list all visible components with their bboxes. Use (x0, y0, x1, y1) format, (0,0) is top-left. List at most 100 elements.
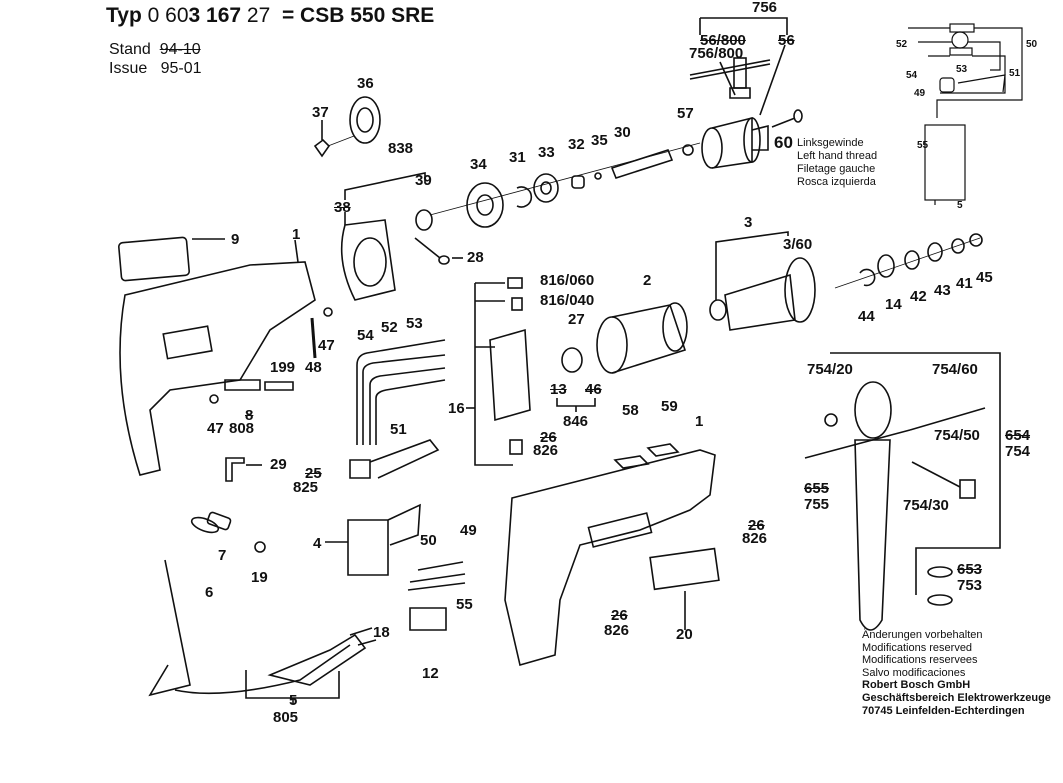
part-label: 57 (677, 105, 694, 122)
part-label-obsolete: 46 (585, 381, 602, 398)
switch-bracket-825 (349, 439, 440, 479)
screw-60-drawing (771, 109, 803, 128)
leader-56 (759, 44, 786, 116)
part-label: 32 (568, 136, 585, 153)
bracket-16 (474, 282, 513, 466)
part-label: 805 (273, 709, 299, 726)
part-label-obsolete: 25 (305, 465, 322, 482)
part-label: 19 (251, 569, 268, 586)
part-label: 199 (270, 359, 296, 376)
part-label: 754/50 (934, 427, 980, 444)
bracket-756 (699, 17, 788, 35)
cap-12 (409, 607, 447, 631)
part-label: 826 (604, 622, 630, 639)
armature-drawing (709, 257, 816, 331)
leader-756-800 (719, 61, 736, 96)
bracket-3 (715, 231, 789, 300)
part-label: 36 (357, 75, 374, 92)
part-label: 754 (1005, 443, 1031, 460)
plug-drawing (267, 633, 367, 686)
part-label: 808 (229, 420, 255, 437)
part-label: 756/800 (689, 45, 744, 62)
chuck-key-drawing (689, 57, 771, 99)
part-label: 28 (467, 249, 484, 266)
part-label-obsolete: 8 (245, 407, 254, 424)
label-59 (646, 443, 680, 457)
part-label-obsolete: 654 (1005, 427, 1031, 444)
part-label: 50 (420, 532, 437, 549)
housing-half-drawing (119, 239, 316, 476)
thread-note-line: Left hand thread (797, 150, 878, 162)
side-handle-drawing (804, 381, 986, 631)
part-label: 7 (218, 547, 227, 564)
brush-holder-drawing (489, 277, 531, 455)
bracket-5 (245, 670, 340, 704)
part-label: 51 (390, 421, 407, 438)
issue-label: Issue (109, 60, 148, 77)
part-label: 754/30 (903, 497, 949, 514)
wiring-label: 55 (917, 140, 929, 151)
thread-note: Linksgewinde Left hand thread Filetage g… (797, 137, 877, 189)
part-label: 846 (563, 413, 589, 430)
part-label: 47 (207, 420, 224, 437)
footer-line: Salvo modificaciones (862, 666, 966, 679)
part-label-obsolete: 26 (748, 517, 765, 534)
drill-chuck-drawing (701, 116, 769, 169)
part-label: 2 (643, 272, 652, 289)
wiring-label: 53 (956, 64, 968, 75)
part-label: 753 (957, 577, 983, 594)
part-label: 14 (885, 296, 902, 313)
part-label: 816/060 (540, 272, 595, 289)
part-label: 20 (676, 626, 693, 643)
part-label: 49 (460, 522, 477, 539)
part-label-obsolete: 56 (778, 32, 795, 49)
part-label-obsolete: 26 (540, 429, 557, 446)
model-name: = CSB 550 SRE (281, 4, 435, 27)
part-label: 27 (568, 311, 585, 328)
part-label-obsolete: 13 (550, 381, 567, 398)
part-label-obsolete: 653 (957, 561, 983, 578)
footer-line: Modifications reserved (862, 641, 973, 654)
part-label-obsolete: 26 (611, 607, 628, 624)
footer-line: Modifications reservees (862, 654, 978, 667)
part-label: 3 (744, 214, 753, 231)
strain-relief-7 (206, 511, 232, 531)
part-label: 34 (470, 156, 487, 173)
part-label: 29 (270, 456, 287, 473)
part-label: 18 (373, 624, 390, 641)
part-label: 6 (205, 584, 214, 601)
part-label: 48 (305, 359, 322, 376)
part-label: 54 (357, 327, 374, 344)
part-label: 756 (752, 0, 778, 16)
part-label: 755 (804, 496, 830, 513)
part-label: 33 (538, 144, 555, 161)
part-label: 4 (313, 535, 322, 552)
part-label: 31 (509, 149, 526, 166)
company-line: Geschäftsbereich Elektrowerkzeuge (862, 691, 1051, 704)
thread-note-line: Rosca izquierda (797, 176, 876, 188)
wiring-label: 5 (957, 200, 963, 211)
thread-note-line: Filetage gauche (797, 163, 876, 175)
part-label: 60 (774, 133, 793, 152)
part-label: 1 (695, 413, 704, 430)
typ-number-c: 27 (246, 4, 271, 27)
flange-38-drawing (340, 219, 396, 301)
part-label: 39 (415, 172, 432, 189)
part-label: 44 (858, 308, 875, 325)
footer-line: Änderungen vorbehalten (862, 629, 983, 641)
part-label: 1 (292, 226, 301, 243)
part-label: 12 (422, 665, 439, 682)
part-label: 826 (742, 530, 768, 547)
drill-housing-drawing (504, 449, 716, 667)
part-label: 16 (448, 400, 465, 417)
typ-number-a: 0 60 (147, 4, 189, 27)
part-label: 52 (381, 319, 398, 336)
stand-label: Stand (109, 41, 151, 58)
part-label: 3/60 (783, 236, 813, 253)
part-label: 42 (910, 288, 927, 305)
wiring-label: 51 (1009, 68, 1021, 79)
part-label: 838 (388, 140, 414, 157)
model-type-heading: Typ 0 603 167 27 = CSB 550 SRE (106, 4, 434, 28)
part-label: 41 (956, 275, 973, 292)
